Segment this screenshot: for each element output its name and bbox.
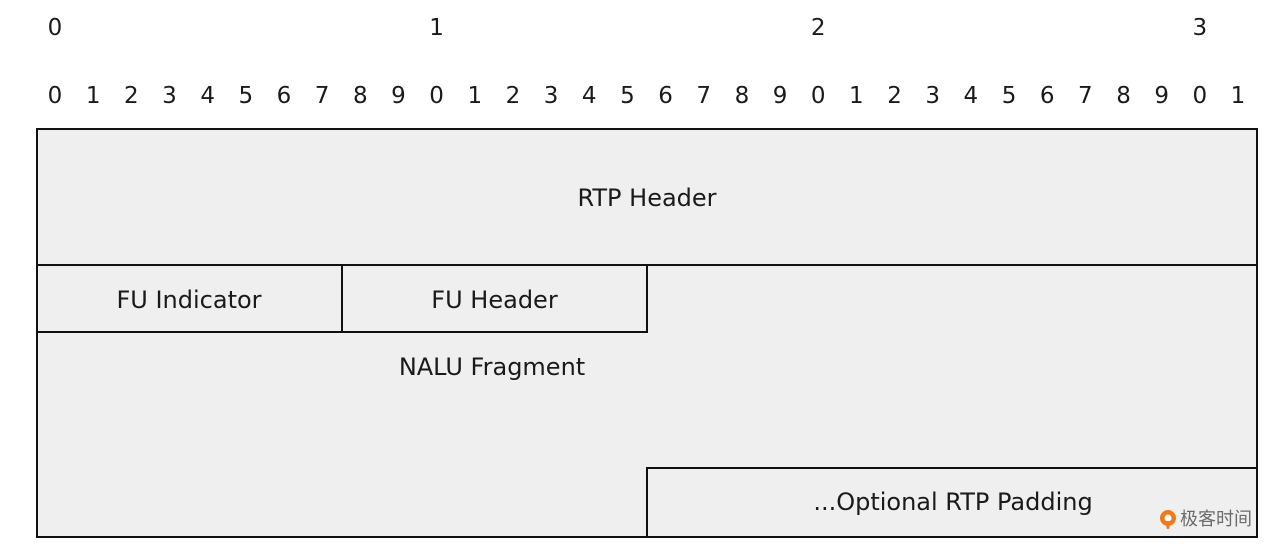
- rtp-header-label: RTP Header: [577, 184, 717, 212]
- ruler-bit-8: 8: [352, 83, 368, 109]
- ruler-bit-1: 1: [85, 83, 101, 109]
- watermark: 极客时间: [1159, 508, 1252, 532]
- ruler-bit-12: 2: [505, 83, 521, 109]
- fu-header-divider: [646, 264, 648, 333]
- ruler-bit-0: 0: [47, 83, 63, 109]
- ruler-bit-14: 4: [581, 83, 597, 109]
- ruler-bit-15: 5: [620, 83, 635, 109]
- ruler-bit-9: 9: [391, 83, 406, 109]
- ruler-bit-4: 4: [200, 83, 215, 109]
- ruler-tens-1: 1: [429, 15, 444, 41]
- ruler-bit-5: 5: [238, 83, 254, 109]
- ruler-bit-29: 9: [1154, 83, 1169, 109]
- ruler-bit-11: 1: [467, 83, 483, 109]
- padding-top-divider: [646, 467, 1258, 469]
- ruler-bit-23: 3: [925, 83, 941, 109]
- ruler-bit-13: 3: [543, 83, 559, 109]
- fu-indicator-divider: [341, 264, 343, 333]
- ruler-bit-31: 1: [1230, 83, 1246, 109]
- ruler-bit-10: 0: [429, 83, 444, 109]
- ruler-bit-17: 7: [696, 83, 712, 109]
- ruler-bit-26: 6: [1039, 83, 1055, 109]
- ruler-bit-22: 2: [887, 83, 902, 109]
- ruler-bit-28: 8: [1116, 83, 1131, 109]
- ruler-bit-30: 0: [1192, 83, 1208, 109]
- ruler-tens-3: 3: [1192, 15, 1208, 41]
- ruler-bit-18: 8: [734, 83, 750, 109]
- ruler-bit-19: 9: [772, 83, 788, 109]
- ruler-bit-7: 7: [314, 83, 330, 109]
- ruler-bit-3: 3: [162, 83, 177, 109]
- ruler-bit-24: 4: [963, 83, 979, 109]
- padding-left-divider: [646, 467, 648, 538]
- ruler-bit-16: 6: [658, 83, 673, 109]
- ruler-bit-2: 2: [123, 83, 139, 109]
- watermark-text: 极客时间: [1180, 509, 1252, 530]
- optional-padding-label: ...Optional RTP Padding: [813, 488, 1093, 516]
- ruler-tens-0: 0: [47, 15, 63, 41]
- ruler-bit-6: 6: [276, 83, 292, 109]
- fu-indicator-label: FU Indicator: [116, 286, 262, 314]
- geektime-logo-icon: [1159, 509, 1177, 531]
- ruler-bit-25: 5: [1001, 83, 1017, 109]
- ruler-bit-27: 7: [1078, 83, 1093, 109]
- ruler-bit-21: 1: [849, 83, 864, 109]
- ruler-tens-2: 2: [810, 15, 826, 41]
- nalu-fragment-label: NALU Fragment: [398, 353, 586, 381]
- fu-header-label: FU Header: [431, 286, 558, 314]
- ruler-bit-20: 0: [810, 83, 826, 109]
